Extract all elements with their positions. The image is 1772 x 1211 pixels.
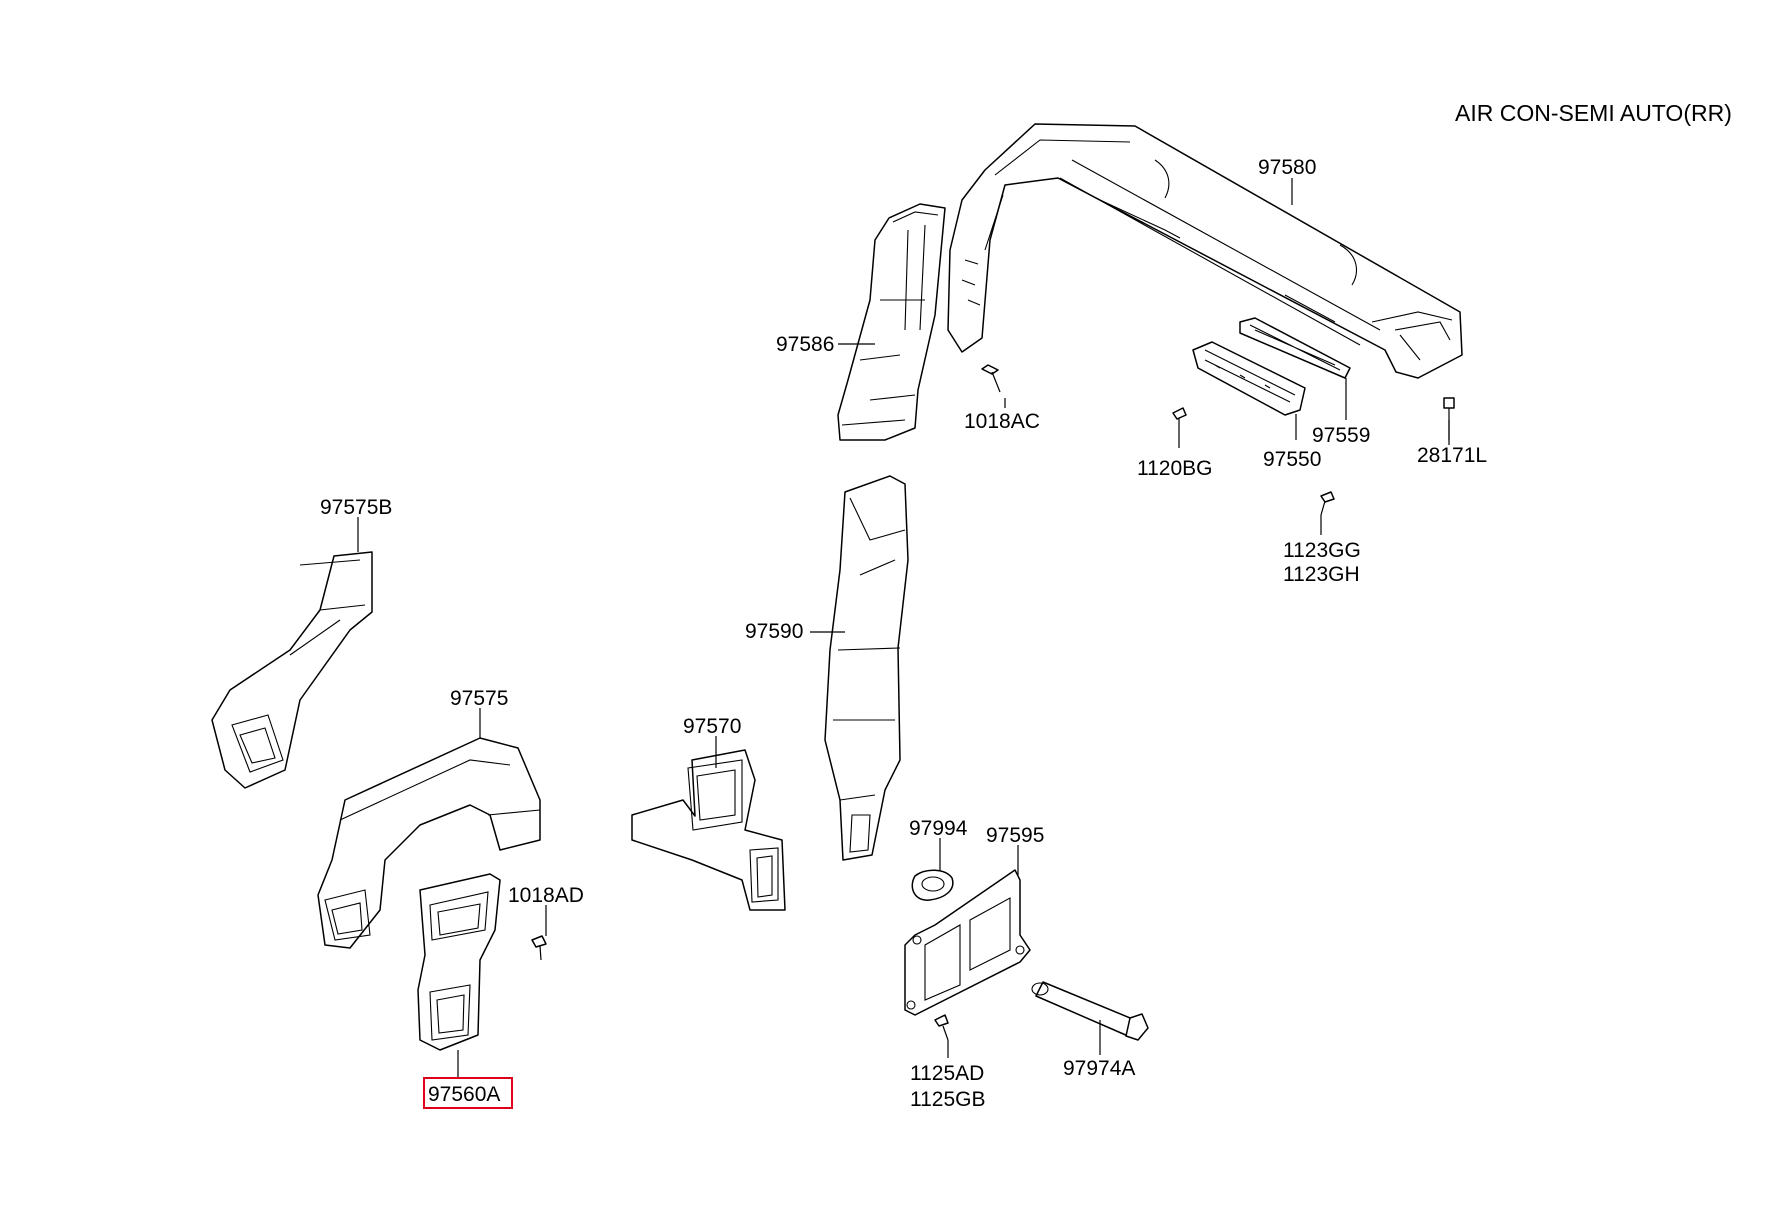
label-28171L[interactable]: 28171L [1417,444,1487,467]
part-97575-duct[interactable] [317,737,541,949]
label-97586[interactable]: 97586 [776,333,834,356]
diagram-title: AIR CON-SEMI AUTO(RR) [1455,100,1732,126]
part-97974A-pin[interactable] [1031,981,1149,1041]
label-97550[interactable]: 97550 [1263,448,1321,471]
label-97595[interactable]: 97595 [986,824,1044,847]
label-1018AC[interactable]: 1018AC [964,410,1040,433]
part-97994-grommet[interactable] [911,869,954,901]
highlight-box-97560A [423,1077,513,1109]
label-1125GB[interactable]: 1125GB [910,1088,986,1111]
label-97575[interactable]: 97575 [450,687,508,710]
label-1123GH[interactable]: 1123GH [1283,563,1360,586]
label-1123GG[interactable]: 1123GG [1283,539,1361,562]
label-97570[interactable]: 97570 [683,715,741,738]
part-97595-gasket[interactable] [904,869,1031,1016]
part-97580-rear-duct[interactable] [947,123,1463,379]
label-97974A[interactable]: 97974A [1063,1057,1135,1080]
label-97994[interactable]: 97994 [909,817,968,840]
label-97575B[interactable]: 97575B [320,496,392,519]
part-1125AD-screw[interactable] [934,1014,949,1041]
part-1018AC-screw[interactable] [981,364,1001,393]
part-97590-duct[interactable] [824,475,909,861]
label-1125AD[interactable]: 1125AD [910,1062,984,1085]
part-1120BG-screw[interactable] [1172,407,1187,436]
part-97570-duct[interactable] [631,749,786,911]
part-97559-grille[interactable] [1239,317,1351,379]
part-1123GG-screw[interactable] [1320,491,1335,516]
label-97590[interactable]: 97590 [745,620,803,643]
part-97575B-duct[interactable] [211,551,373,789]
label-97559[interactable]: 97559 [1312,424,1370,447]
leader-lines [357,178,1450,1078]
label-1018AD[interactable]: 1018AD [508,884,584,907]
part-97560A-duct[interactable] [417,873,501,1051]
part-97586-duct[interactable] [837,203,946,441]
label-1120BG[interactable]: 1120BG [1137,457,1213,480]
label-97560A[interactable]: 97560A [428,1083,500,1106]
part-97550-grille[interactable] [1192,341,1306,416]
part-1018AD-screw[interactable] [531,935,547,961]
label-97580[interactable]: 97580 [1258,156,1316,179]
